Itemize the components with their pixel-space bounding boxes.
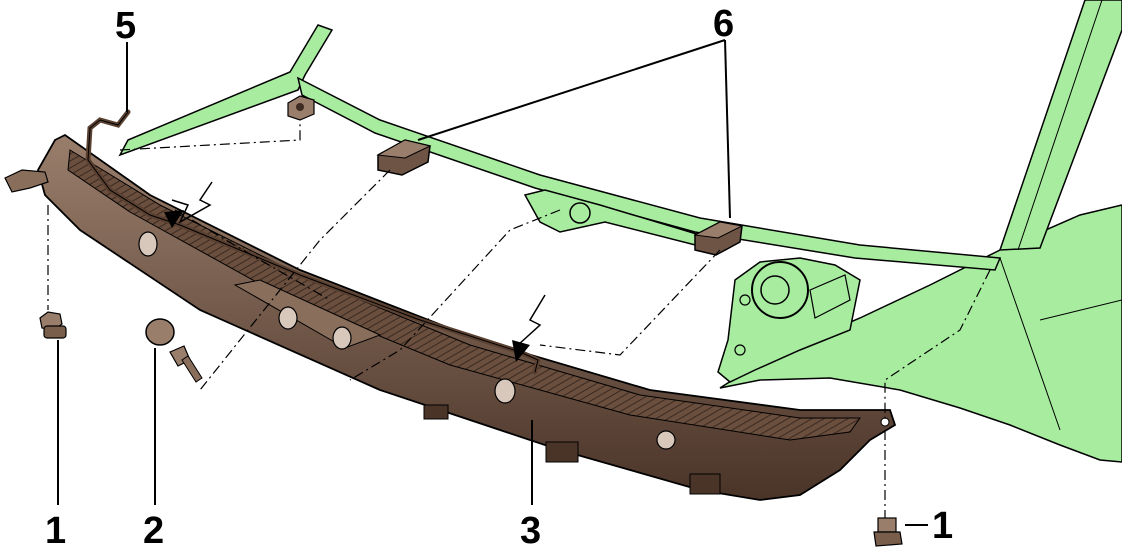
callout-5: 5 (115, 5, 136, 47)
a-pillar (998, 0, 1122, 251)
windshield-frame-lower (296, 76, 1002, 271)
assembly-lines (47, 120, 991, 520)
callout-3: 3 (520, 510, 541, 552)
callout-1-left: 1 (45, 510, 66, 552)
windshield-frame-left (118, 24, 334, 157)
left-nut-hardware (39, 311, 67, 339)
callout-6: 6 (713, 3, 734, 45)
callout-2: 2 (143, 510, 164, 552)
hose-clip-arrow-right (517, 294, 546, 346)
callout-lines (57, 39, 928, 526)
left-mount-lug (4, 169, 49, 193)
hose-clip-arrow-left (171, 181, 213, 224)
front-fender (719, 204, 1122, 463)
right-nut-hardware (873, 517, 903, 547)
cap-bolt-hardware (145, 318, 203, 383)
seal-pads (376, 139, 744, 256)
wiper-motor (717, 257, 861, 383)
car-body (118, 0, 1122, 463)
callout-1-right: 1 (932, 505, 953, 547)
